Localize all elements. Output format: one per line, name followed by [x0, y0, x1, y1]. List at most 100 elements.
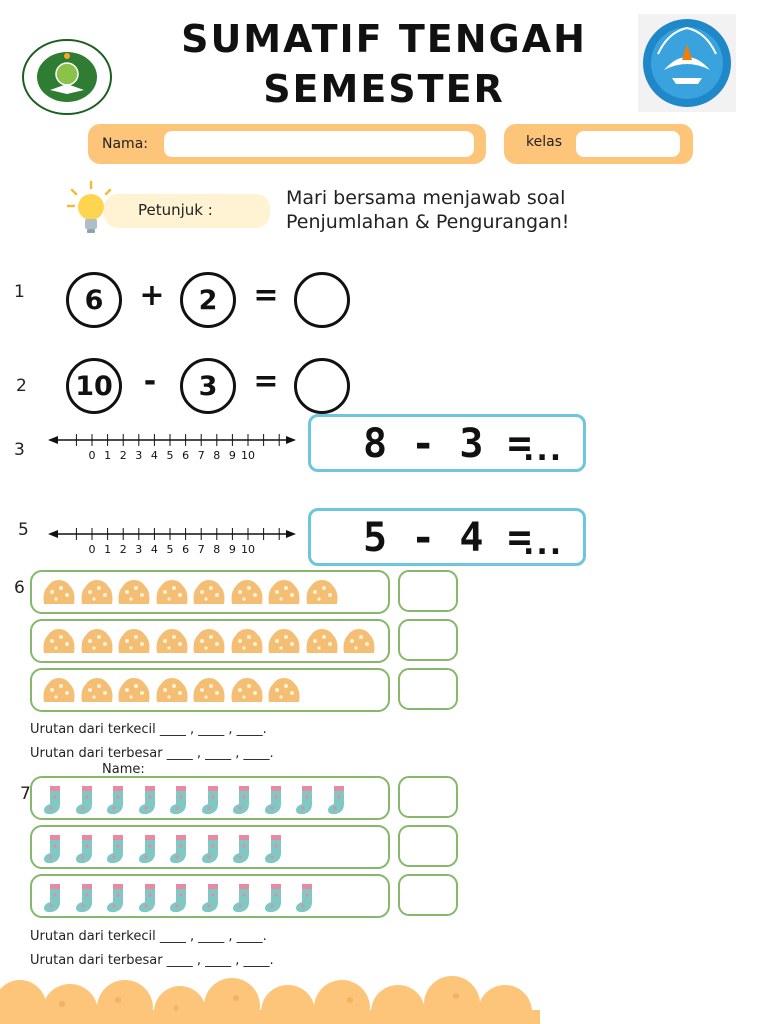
number-line-label: 7	[198, 449, 205, 462]
sock-icon	[200, 784, 226, 820]
number-line-label: 0	[89, 543, 96, 556]
cookie-icon	[155, 627, 189, 659]
question-number-7: 7	[20, 784, 31, 804]
question-number-6: 6	[14, 578, 25, 598]
q3-blank[interactable]: ...	[523, 433, 564, 468]
sock-icon	[42, 784, 68, 820]
sock-icon	[168, 882, 194, 918]
cookie-icon	[305, 578, 339, 610]
q7-largest-order[interactable]: Urutan dari terbesar ____ , ____ , ____.	[30, 953, 274, 968]
instruction-line-1: Mari bersama menjawab soal	[286, 187, 566, 209]
instruction-line-2: Penjumlahan & Pengurangan!	[286, 211, 570, 233]
q5-equation-box: 5 - 4 = ...	[308, 508, 586, 566]
number-line-label: 3	[135, 543, 142, 556]
q7-answer-3[interactable]	[398, 874, 458, 916]
question-number-1: 1	[14, 282, 25, 302]
sock-icon	[200, 882, 226, 918]
question-number-3: 3	[14, 440, 25, 460]
q2-operand-a: 10	[66, 358, 122, 414]
number-line-label: 3	[135, 449, 142, 462]
q5-equation: 5 - 4 =	[363, 515, 532, 561]
q2-operator: -	[143, 364, 157, 399]
q6-answer-2[interactable]	[398, 619, 458, 661]
sock-icon	[263, 882, 289, 918]
cookie-icon	[80, 578, 114, 610]
cookie-icon	[230, 578, 264, 610]
number-line-label: 10	[241, 449, 255, 462]
cookie-icon	[117, 627, 151, 659]
title-line-1: SUMATIF TENGAH	[181, 17, 587, 61]
class-bar: kelas	[504, 124, 693, 164]
school-logo	[22, 38, 112, 116]
q7-answer-2[interactable]	[398, 825, 458, 867]
cookie-icon	[42, 578, 76, 610]
cookie-icon	[192, 627, 226, 659]
q6-answer-3[interactable]	[398, 668, 458, 710]
number-line-label: 1	[104, 449, 111, 462]
number-line-label: 0	[89, 449, 96, 462]
arrow-left-icon	[48, 530, 58, 538]
class-field[interactable]	[576, 131, 680, 157]
q5-blank[interactable]: ...	[523, 527, 564, 562]
sock-icon	[231, 784, 257, 820]
q6-smallest-order[interactable]: Urutan dari terkecil ____ , ____ , ____.	[30, 722, 267, 737]
sock-icon	[200, 833, 226, 869]
arrow-left-icon	[48, 436, 58, 444]
cookie-icon	[267, 627, 301, 659]
tut-wuri-logo	[638, 14, 736, 112]
sock-icon	[74, 784, 100, 820]
q6-largest-order[interactable]: Urutan dari terbesar ____ , ____ , ____.	[30, 746, 274, 761]
cookie-icon	[230, 676, 264, 708]
number-line-label: 2	[120, 543, 127, 556]
q6-row-3	[30, 668, 390, 712]
cookie-icon	[192, 578, 226, 610]
class-label: kelas	[526, 134, 562, 150]
cookie-icon	[42, 627, 76, 659]
page-title: SUMATIF TENGAH SEMESTER	[150, 14, 618, 114]
cookie-icon	[80, 676, 114, 708]
number-line-label: 9	[229, 449, 236, 462]
sock-icon	[74, 882, 100, 918]
q6-row-2	[30, 619, 390, 663]
arrow-right-icon	[286, 436, 296, 444]
number-line-label: 6	[182, 449, 189, 462]
sock-icon	[294, 784, 320, 820]
q1-operand-a: 6	[66, 272, 122, 328]
q6-row-1	[30, 570, 390, 614]
cookie-icon	[42, 676, 76, 708]
sock-icon	[263, 833, 289, 869]
cookie-icon	[267, 578, 301, 610]
q7-answer-1[interactable]	[398, 776, 458, 818]
q7-smallest-order[interactable]: Urutan dari terkecil ____ , ____ , ____.	[30, 929, 267, 944]
number-line-label: 10	[241, 543, 255, 556]
number-line-label: 4	[151, 543, 158, 556]
sock-icon	[137, 833, 163, 869]
title-line-2: SEMESTER	[263, 67, 505, 111]
cookie-icon	[192, 676, 226, 708]
number-line-label: 2	[120, 449, 127, 462]
sock-icon	[231, 833, 257, 869]
cookie-icon	[230, 627, 264, 659]
instruction-pill: Petunjuk :	[104, 194, 270, 228]
number-line-label: 9	[229, 543, 236, 556]
number-line-label: 5	[167, 449, 174, 462]
number-line-label: 4	[151, 449, 158, 462]
arrow-right-icon	[286, 530, 296, 538]
cookie-icon	[155, 676, 189, 708]
question-number-5: 5	[18, 520, 29, 540]
q1-answer-circle[interactable]	[294, 272, 350, 328]
cookie-icon	[267, 676, 301, 708]
q2-answer-circle[interactable]	[294, 358, 350, 414]
cookie-icon	[117, 578, 151, 610]
name-field[interactable]	[164, 131, 474, 157]
number-line-label: 1	[104, 543, 111, 556]
cookie-icon	[342, 627, 376, 659]
sock-icon	[168, 833, 194, 869]
name-bar: Nama:	[88, 124, 486, 164]
cookie-icon	[305, 627, 339, 659]
q6-answer-1[interactable]	[398, 570, 458, 612]
q3-equation-box: 8 - 3 = ...	[308, 414, 586, 472]
sock-icon	[74, 833, 100, 869]
cookie-icon	[80, 627, 114, 659]
